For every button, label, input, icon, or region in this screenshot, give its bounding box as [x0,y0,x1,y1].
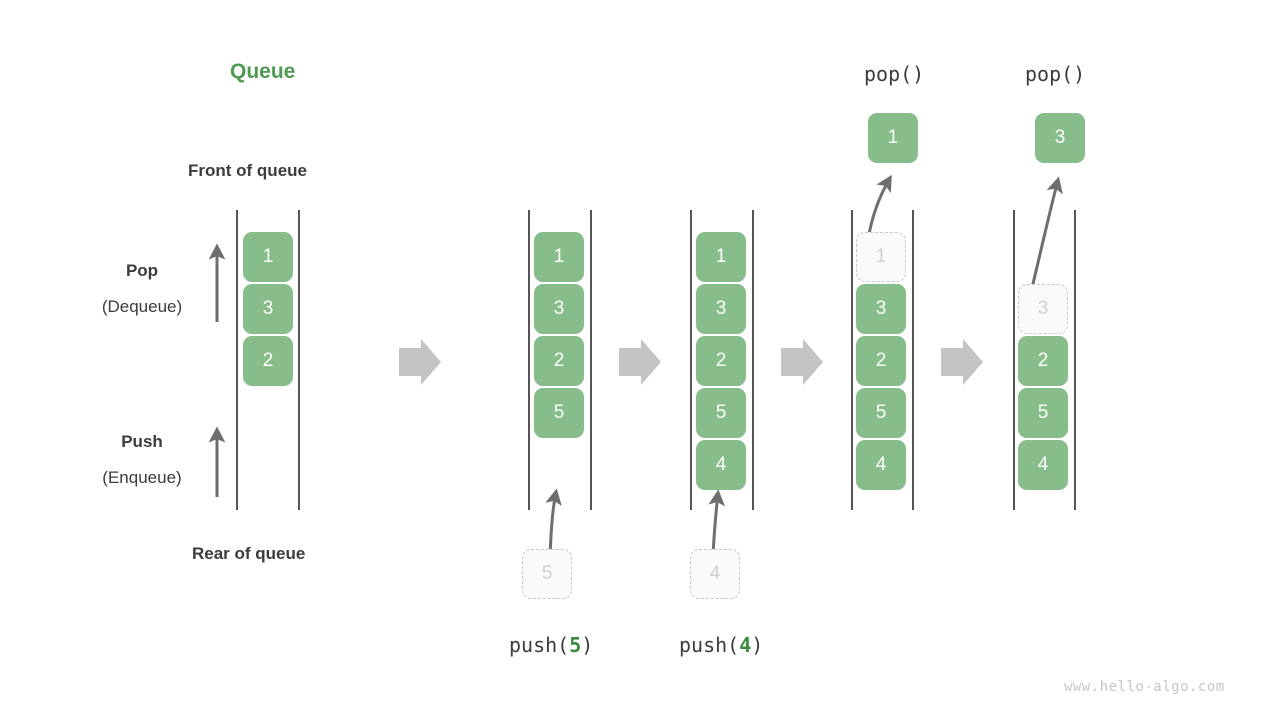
step-arrow-1 [399,339,441,385]
queue-item: 2 [534,336,584,386]
queue-item: 2 [696,336,746,386]
rail-left [528,210,530,510]
operation-caption-push-4: push(4) [679,633,764,657]
queue-item-removed: 1 [856,232,906,282]
rail-right [298,210,300,510]
queue-item: 3 [243,284,293,334]
operation-caption-pop-3: pop() [1025,62,1086,86]
queue-item: 5 [1018,388,1068,438]
rail-left [1013,210,1015,510]
operation-caption-push-5: push(5) [509,633,594,657]
rail-right [590,210,592,510]
rail-left [236,210,238,510]
queue-item: 3 [856,284,906,334]
queue-item: 1 [534,232,584,282]
queue-item: 3 [696,284,746,334]
caption-call: push [679,633,728,657]
step-arrow-2 [619,339,661,385]
caption-arg: 5 [569,633,582,657]
push-5-arrow [545,488,562,557]
incoming-item-ghost: 5 [522,549,572,599]
queue-item: 3 [534,284,584,334]
queue-item: 4 [696,440,746,490]
operation-caption-pop-1: pop() [864,62,925,86]
queue-item: 1 [696,232,746,282]
pop-3-arrow [1029,176,1063,293]
queue-item: 4 [856,440,906,490]
front-of-queue-label: Front of queue [188,161,307,180]
rail-left [851,210,853,510]
push-label: Push [121,432,163,451]
rail-right [752,210,754,510]
pop-sublabel: (Dequeue) [101,297,183,316]
step-arrow-3 [781,339,823,385]
rear-of-queue-label: Rear of queue [192,544,306,563]
queue-item: 5 [696,388,746,438]
queue-item: 5 [856,388,906,438]
caption-call: push [509,633,558,657]
queue-item: 4 [1018,440,1068,490]
queue-item: 2 [856,336,906,386]
rail-right [912,210,914,510]
queue-item: 2 [243,336,293,386]
push-4-arrow [708,489,726,557]
rail-left [690,210,692,510]
rail-right [1074,210,1076,510]
popped-item: 1 [868,113,918,163]
queue-item: 2 [1018,336,1068,386]
caption-arg: 4 [739,633,752,657]
pop-label: Pop [125,261,159,280]
step-arrow-4 [941,339,983,385]
queue-item-removed: 3 [1018,284,1068,334]
queue-item: 5 [534,388,584,438]
page-title: Queue [230,60,296,83]
push-sublabel: (Enqueue) [102,468,182,487]
watermark: www.hello-algo.com [1064,679,1225,695]
incoming-item-ghost: 4 [690,549,740,599]
queue-item: 1 [243,232,293,282]
pop-1-arrow [866,174,892,241]
popped-item: 3 [1035,113,1085,163]
